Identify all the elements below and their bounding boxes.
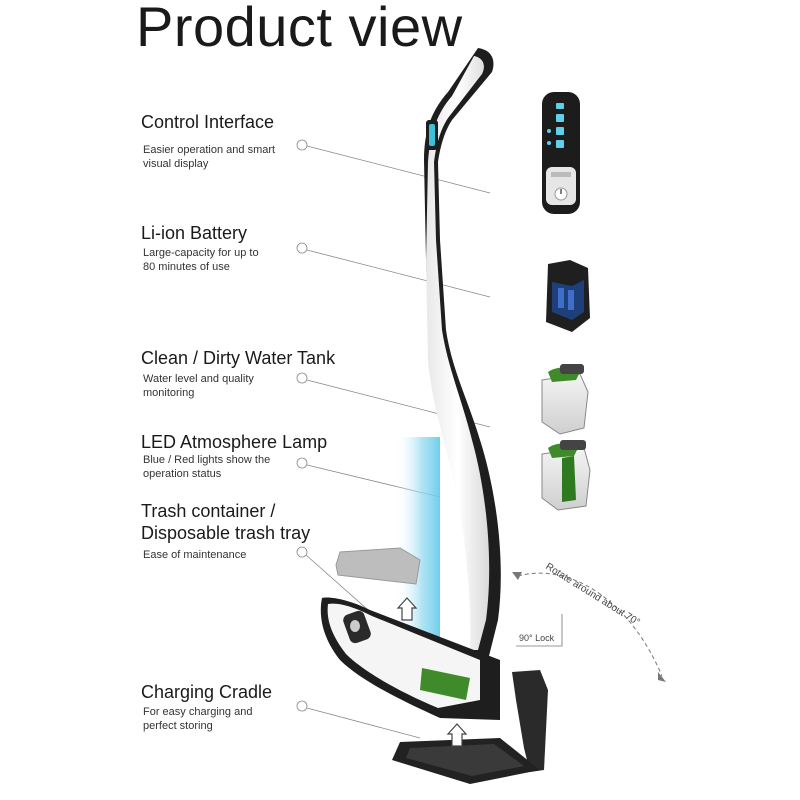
battery-pack: [546, 260, 590, 332]
arrow-up-icon-tray: [396, 597, 418, 621]
lock-angle: [516, 614, 563, 647]
charging-cradle: [392, 670, 548, 784]
callout-dot-led: [296, 457, 308, 469]
callout-dot-tank: [296, 372, 308, 384]
callout-dot-battery: [296, 242, 308, 254]
vacuum-body: [424, 48, 501, 660]
callout-line-cradle: [306, 707, 421, 739]
callout-line-battery: [306, 249, 491, 298]
control-interface-panel: [542, 92, 580, 214]
disposable-tray: [335, 547, 421, 585]
feature-desc-control-interface-line1: Easier operation and smart: [143, 144, 276, 156]
feature-desc-led-lamp-line1: Blue / Red lights show the: [143, 454, 271, 466]
callout-dot-control: [296, 139, 308, 151]
lock-label: 90° Lock: [519, 633, 555, 643]
led-glow: [395, 437, 440, 640]
feature-title-trash-line2: Disposable trash tray: [141, 523, 311, 543]
page-title: Product view: [136, 0, 463, 58]
feature-desc-charging-cradle-line2: perfect storing: [143, 720, 213, 732]
rotation-arc: [517, 572, 663, 677]
rotation-arrow-end-icon: [658, 672, 666, 682]
arrow-up-icon-cradle: [446, 723, 468, 747]
callout-line-control: [306, 145, 491, 194]
feature-title-battery: Li-ion Battery: [141, 223, 248, 243]
clean-water-tank: [541, 364, 589, 435]
feature-title-water-tank: Clean / Dirty Water Tank: [141, 348, 336, 368]
feature-desc-trash: Ease of maintenance: [143, 549, 247, 561]
trash-container: [320, 597, 500, 720]
feature-desc-water-tank-line1: Water level and quality: [143, 373, 254, 385]
feature-desc-control-interface-line2: visual display: [143, 158, 209, 170]
feature-desc-battery-line1: Large-capacity for up to: [143, 247, 259, 259]
feature-desc-battery-line2: 80 minutes of use: [143, 261, 230, 273]
rotate-label: Rotate around about 70°: [543, 561, 641, 628]
feature-desc-water-tank-line2: monitoring: [143, 387, 195, 399]
feature-title-control-interface: Control Interface: [141, 112, 275, 132]
feature-title-charging-cradle: Charging Cradle: [141, 682, 273, 702]
feature-desc-led-lamp-line2: operation status: [143, 468, 222, 480]
feature-title-led-lamp: LED Atmosphere Lamp: [141, 432, 328, 452]
callout-dot-trash: [296, 546, 308, 558]
callout-dot-cradle: [296, 700, 308, 712]
rotation-arrow-start-icon: [512, 572, 522, 580]
dirty-water-tank: [541, 440, 591, 511]
feature-title-trash-line1: Trash container /: [141, 501, 276, 521]
feature-desc-charging-cradle-line1: For easy charging and: [143, 706, 253, 718]
